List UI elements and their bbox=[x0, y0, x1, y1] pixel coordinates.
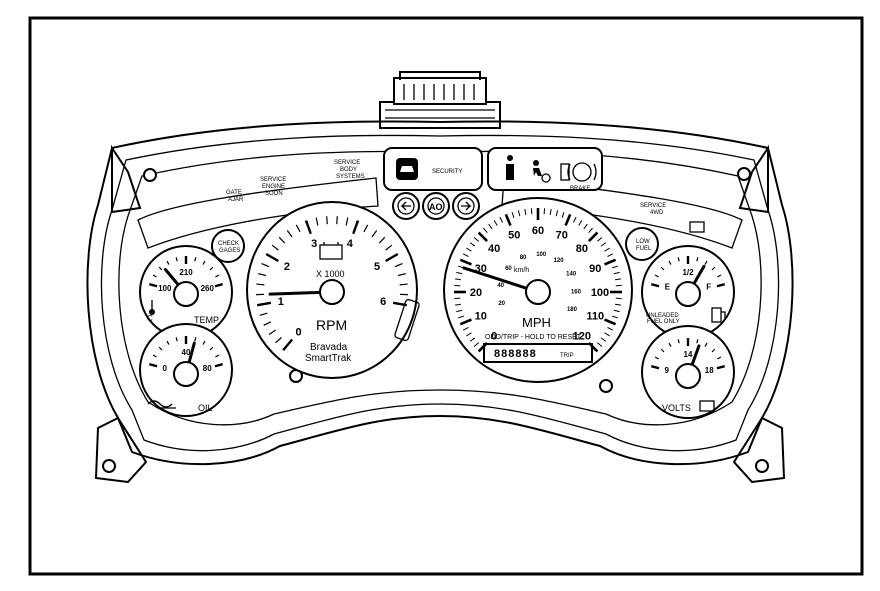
fuel-gauge-label-half: 1/2 bbox=[682, 268, 694, 277]
speedo-kmh-label: 180 bbox=[567, 307, 578, 313]
trip-label: TRIP bbox=[560, 353, 574, 359]
brake-lens bbox=[488, 148, 602, 190]
odometer-digits: 888888 bbox=[494, 348, 537, 360]
service-engine-label-2: ENGINE bbox=[262, 184, 285, 190]
fuel-gauge-label-full: F bbox=[706, 282, 711, 291]
tach-tick bbox=[256, 284, 264, 285]
speedo-kmh-label: 80 bbox=[520, 255, 527, 261]
service-engine-label-3: SOON bbox=[265, 191, 283, 197]
speedo-kmh-label: 160 bbox=[571, 289, 582, 295]
check-gages-label-1: CHECK bbox=[218, 241, 239, 247]
temp-gauge-label-high: 260 bbox=[201, 284, 215, 293]
brand-label-2: SmartTrak bbox=[305, 353, 352, 364]
service-4wd-label-1: SERVICE bbox=[640, 203, 666, 209]
seatbelt-icon bbox=[506, 155, 514, 180]
speedo-kmh-label: 60 bbox=[505, 266, 512, 272]
speedo-kmh-label: 100 bbox=[536, 252, 547, 258]
brand-label-1: Bravada bbox=[310, 342, 348, 353]
speedo-mph-label: 100 bbox=[591, 287, 609, 299]
oil-gauge-needle-hub bbox=[174, 362, 198, 386]
check-gages-label-2: GAGES bbox=[219, 248, 240, 254]
volts-label: VOLTS bbox=[662, 403, 691, 413]
volts-gauge-needle-hub bbox=[676, 364, 700, 388]
unleaded-label-2: FUEL ONLY bbox=[647, 319, 680, 325]
tach-tick bbox=[337, 216, 338, 224]
speedo-mph-label: 70 bbox=[556, 230, 568, 242]
brake-label: BRAKE bbox=[570, 186, 590, 192]
temp-gauge-needle-hub bbox=[174, 282, 198, 306]
tach-tick-label: 5 bbox=[374, 261, 380, 273]
tach-tick bbox=[327, 216, 328, 224]
service-engine-label-1: SERVICE bbox=[260, 177, 286, 183]
kmh-label: km/h bbox=[514, 267, 529, 274]
tach-tick-label: 2 bbox=[284, 261, 290, 273]
temp-label: TEMP bbox=[194, 315, 219, 325]
service-body-label-3: SYSTEMS bbox=[336, 174, 365, 180]
oil-label: OIL bbox=[198, 403, 213, 413]
tach-multiplier: X 1000 bbox=[316, 269, 345, 279]
speedo-mph-label: 10 bbox=[475, 311, 487, 323]
speedo-kmh-label: 20 bbox=[498, 301, 505, 307]
speedo-kmh-label: 140 bbox=[566, 272, 577, 278]
speedo-kmh-label: 40 bbox=[497, 283, 504, 289]
speedo-mph-label: 20 bbox=[470, 287, 482, 299]
date-ajar-label-2: AJAR bbox=[228, 197, 244, 203]
tach-tick bbox=[400, 284, 408, 285]
volts-gauge-label-low: 9 bbox=[665, 366, 670, 375]
oil-gauge-label-low: 0 bbox=[163, 364, 168, 373]
security-label: SECURITY bbox=[432, 169, 462, 175]
tach-tick-label: 1 bbox=[278, 296, 284, 308]
speedo-mph-label: 110 bbox=[586, 311, 604, 323]
oil-gauge-label-high: 80 bbox=[203, 364, 212, 373]
speedo-unit-label: MPH bbox=[522, 315, 551, 330]
fuel-gauge-needle-hub bbox=[676, 282, 700, 306]
odo-caption: ODO/TRIP - HOLD TO RESET bbox=[485, 334, 582, 341]
speedo-kmh-label: 120 bbox=[554, 258, 565, 264]
tach-needle-hub bbox=[320, 280, 344, 304]
tach-tick-label: 6 bbox=[380, 296, 386, 308]
speedo-mph-label: 50 bbox=[508, 230, 520, 242]
battery-icon-4wd bbox=[690, 222, 704, 232]
speedo-needle-hub bbox=[526, 280, 550, 304]
temp-gauge-label-low: 100 bbox=[158, 284, 172, 293]
low-fuel-label-2: FUEL bbox=[636, 246, 652, 252]
security-car-icon bbox=[396, 158, 418, 180]
service-body-label-1: SERVICE bbox=[334, 160, 360, 166]
speedo-mph-label: 60 bbox=[532, 225, 544, 237]
service-4wd-label-2: 4WD bbox=[650, 210, 664, 216]
screw-hole-right bbox=[600, 380, 612, 392]
tach-unit-label: RPM bbox=[316, 317, 347, 333]
volts-gauge-label-mid: 14 bbox=[684, 350, 693, 359]
volts-gauge-label-high: 18 bbox=[705, 366, 714, 375]
center-indicator-label: AO bbox=[429, 202, 443, 212]
speedo-mph-label: 40 bbox=[488, 243, 500, 255]
fuel-gauge-label-empty: E bbox=[665, 282, 671, 291]
tach-tick-label: 4 bbox=[347, 238, 354, 250]
temp-unit-label: C bbox=[147, 314, 153, 323]
temp-gauge-label-mid: 210 bbox=[179, 268, 193, 277]
wiring-connector bbox=[380, 72, 500, 128]
tach-tick-label: 3 bbox=[311, 238, 317, 250]
date-ajar-label-1: GATE bbox=[226, 190, 242, 196]
mounting-ear-tl bbox=[112, 148, 156, 212]
speedo-mph-label: 80 bbox=[576, 243, 588, 255]
low-fuel-label-1: LOW bbox=[636, 239, 650, 245]
service-body-label-2: BODY bbox=[340, 167, 357, 173]
tach-tick-label: 0 bbox=[296, 327, 302, 339]
speedo-mph-label: 90 bbox=[589, 263, 601, 275]
